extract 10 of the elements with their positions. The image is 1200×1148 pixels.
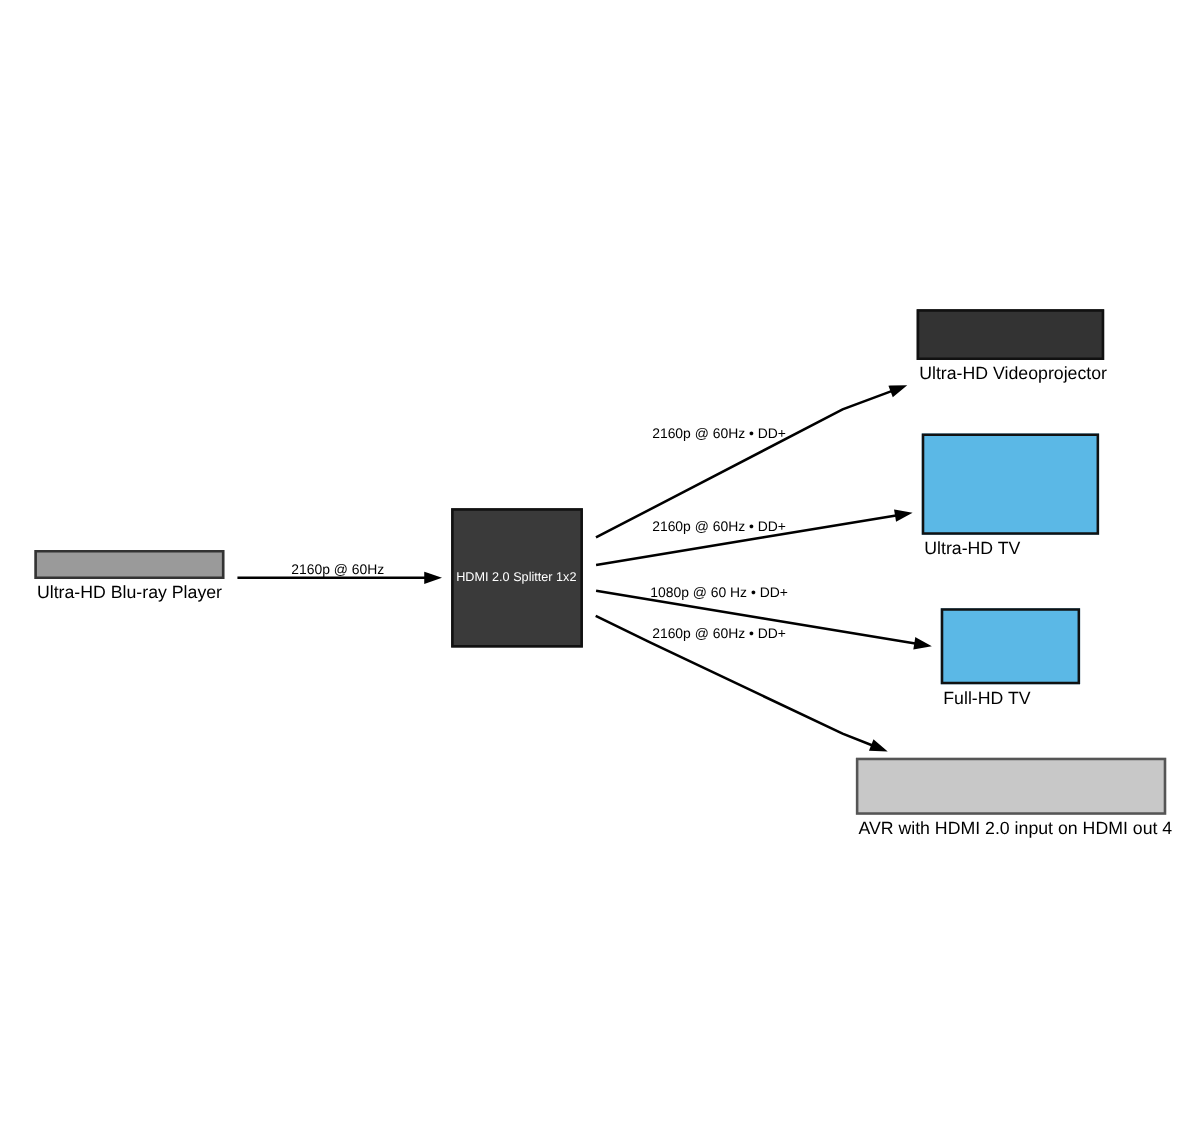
arrow [595,508,913,566]
arrow [595,384,908,538]
arrow [595,588,932,649]
arrow [237,570,442,584]
node-label: AVR with HDMI 2.0 input on HDMI out 4 [858,816,1173,837]
node-label: Ultra-HD Videoprojector [919,362,1107,383]
node-label: Ultra-HD TV [924,537,1021,558]
node-label: Full-HD TV [943,686,1031,707]
arrow [595,613,888,751]
node-label: Ultra-HD Blu-ray Player [36,581,223,602]
